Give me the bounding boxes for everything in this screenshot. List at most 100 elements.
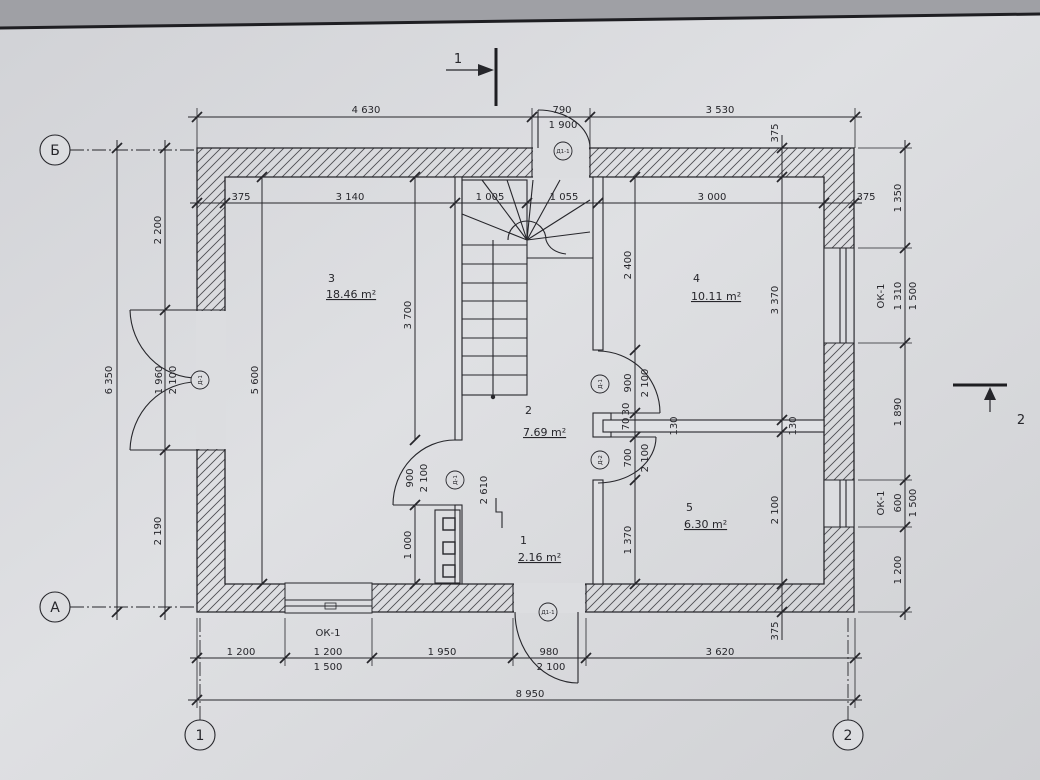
room-number: 5	[686, 501, 693, 514]
stair-winder	[526, 179, 534, 241]
window-sill	[324, 602, 337, 610]
dimension-label: 900	[623, 373, 634, 392]
door-swing-arc	[514, 611, 579, 684]
dimension-label: 1 200	[893, 556, 904, 585]
section-label: 2	[1017, 413, 1025, 428]
window-right-upper	[823, 247, 855, 344]
room-area: 2.16 m²	[518, 551, 561, 564]
dimension-label: 4 630	[352, 105, 381, 116]
dimension-top-outer: 4 630 790 3 530 1 900	[188, 105, 862, 148]
dimension-label: 900	[405, 468, 416, 487]
door-tag-circle	[538, 602, 558, 622]
burner-icon	[442, 564, 456, 578]
dimension-label: 1 200	[314, 647, 343, 658]
wall-room1-kitchen	[454, 504, 463, 585]
burner-icon	[442, 541, 456, 555]
door-room5: Д-2	[590, 436, 657, 484]
door-tag: Д1-1	[541, 610, 554, 616]
axis-label: 2	[844, 728, 853, 744]
dimension-label: 2 100	[640, 444, 651, 473]
dimension-label: 375	[856, 192, 875, 203]
dimension-label: 375	[770, 621, 781, 640]
stair-winder	[481, 179, 528, 241]
dimension-east: 375 3 370 130 2 100 375	[770, 123, 799, 640]
door-tag: Д-2	[598, 455, 604, 465]
dimension-top-inner: 375 3 140 1 005 1 055 3 000 375	[190, 192, 876, 209]
dimension-label: 1 370	[623, 526, 634, 555]
dimension-label: 700	[623, 448, 634, 467]
axis-marker	[184, 719, 216, 751]
axis-marker	[39, 591, 71, 623]
room-labels: 3 18.46 m² 4 10.11 m² 2 7.69 m² 1 2.16 m…	[326, 272, 741, 564]
dimension-label: 2 100	[640, 369, 651, 398]
door-swing-arc	[129, 309, 198, 379]
dimension-label: 3 620	[706, 647, 735, 658]
dimension-label: 130	[788, 416, 799, 435]
dimension-label: 980	[539, 647, 558, 658]
dimension-label: 1 500	[908, 282, 919, 311]
dimension-corridor: 2 610	[479, 476, 490, 505]
dimension-label: 1 500	[908, 489, 919, 518]
dimension-label: 2 610	[479, 476, 490, 505]
dimension-label: 1 890	[893, 398, 904, 427]
dimension-label: 1 005	[476, 192, 505, 203]
stove-body	[434, 509, 461, 584]
dimension-label: 30	[621, 403, 632, 416]
window-right-lower	[823, 479, 855, 528]
door-entry-top: Д1-1	[537, 109, 591, 161]
axis-marker	[39, 134, 71, 166]
room-number: 4	[693, 272, 700, 285]
dimension-label: 3 530	[706, 105, 735, 116]
section-label: 1	[454, 52, 462, 67]
dimension-label: 1 950	[428, 647, 457, 658]
door-swing-arc	[129, 381, 198, 451]
door-swing-arc	[537, 109, 591, 149]
dimension-label: 1 500	[314, 662, 343, 673]
dimension-label: 5 600	[250, 366, 261, 395]
stair-walk-line	[507, 220, 567, 255]
axis-label: Б	[50, 143, 60, 159]
door-tag-circle	[590, 450, 610, 470]
dimension-label: 2 100	[419, 464, 430, 493]
dimension-label: 1 900	[549, 120, 578, 131]
door-tag-circle	[190, 370, 210, 390]
window-frame	[823, 247, 855, 344]
door-room4: Д-1	[590, 350, 661, 414]
door-left-double: Д-1	[129, 309, 210, 451]
window-frame	[823, 479, 855, 528]
dimension-label: 3 700	[403, 301, 414, 330]
axis-marker	[832, 719, 864, 751]
door-tag-circle	[553, 141, 573, 161]
section-arrow-icon	[478, 64, 494, 76]
dimension-label: 2 200	[153, 216, 164, 245]
axis-label: 1	[196, 728, 205, 744]
room-area: 10.11 m²	[691, 290, 741, 303]
section-mark-top: 1	[446, 48, 498, 106]
dimension-label: 2 400	[623, 251, 634, 280]
dimension-label: 3 000	[698, 192, 727, 203]
dimension-label: 1 055	[550, 192, 579, 203]
door-swing-arc	[597, 350, 661, 414]
room-number: 1	[520, 534, 527, 547]
stair-winder	[526, 231, 591, 241]
stove	[434, 509, 461, 584]
dimension-right: 1 350 1 310 1 500 1 890 600 1 500 1 200 …	[858, 140, 919, 620]
dimension-label: 2 100	[770, 496, 781, 525]
dimension-label: 2 100	[537, 662, 566, 673]
door-tag: Д-1	[453, 475, 459, 485]
window-frame	[284, 582, 373, 614]
door-swing-arc	[392, 439, 456, 506]
floor-level-mark	[495, 498, 503, 528]
door-tag-circle	[590, 374, 610, 394]
room-number: 3	[328, 272, 335, 285]
dimension-label: 2 190	[153, 517, 164, 546]
stair-start-dot	[490, 394, 496, 400]
grid-axes: Б А 1 2	[39, 134, 864, 751]
wall-corridor-room5	[592, 479, 604, 585]
dimension-label: 130	[669, 416, 680, 435]
window-tag: ОК-1	[876, 491, 887, 516]
staircase	[461, 179, 593, 400]
stair-winder	[461, 213, 528, 241]
